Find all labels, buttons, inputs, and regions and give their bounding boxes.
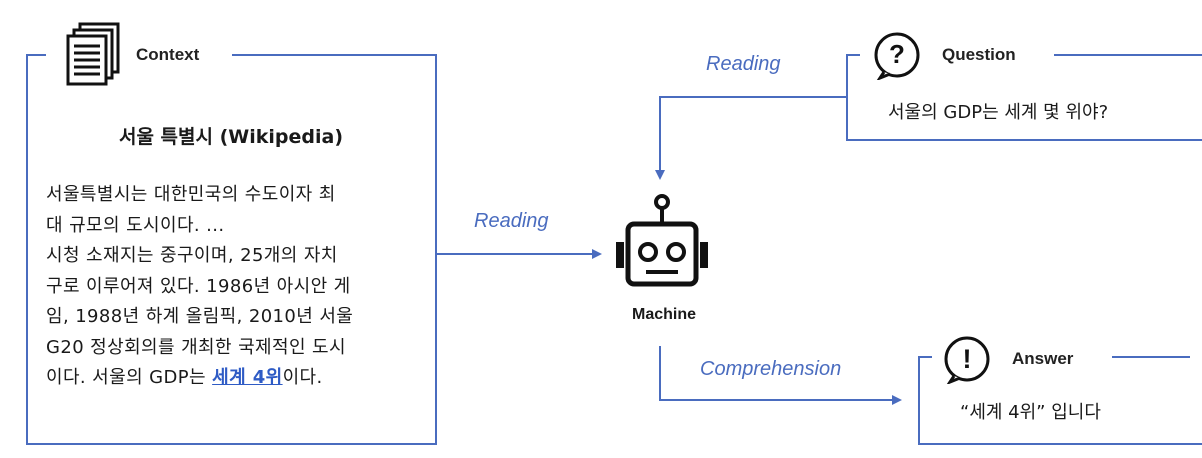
reading-label-question: Reading [706,53,781,75]
context-line: 대 규모의 도시이다. ... [46,214,225,236]
question-circle-icon: ? [874,32,920,80]
robot-icon [616,194,708,287]
context-line: 구로 이루어져 있다. 1986년 아시안 게 [46,275,351,297]
arrow-question-to-machine [655,96,846,180]
svg-text:?: ? [889,39,905,69]
reading-label-context: Reading [474,210,549,232]
context-title: 서울 특별시 (Wikipedia) [118,126,344,148]
answer-label: Answer [1006,349,1080,369]
context-line: 임, 1988년 하계 올림픽, 2010년 서울 [46,306,354,327]
question-text: 서울의 GDP는 세계 몇 위야? [888,102,1109,123]
svg-text:!: ! [963,344,972,374]
comprehension-label: Comprehension [700,358,842,380]
context-line: 서울특별시는 대한민국의 수도이자 최 [46,184,336,205]
context-body: 서울특별시는 대한민국의 수도이자 최 대 규모의 도시이다. ... 시청 소… [46,180,418,394]
context-line: G20 정상회의를 개최한 국제적인 도시 [46,336,346,358]
answer-highlight: 세계 4위 [212,367,283,388]
context-last-prefix: 이다. 서울의 GDP는 [46,367,213,388]
context-line-last: 이다. 서울의 GDP는 세계 4위이다. [46,363,418,394]
context-line: 시청 소재지는 중구이며, 25개의 자치 [46,245,338,266]
exclamation-circle-icon: ! [944,336,990,384]
arrow-machine-to-answer [659,346,902,405]
question-label: Question [936,45,1022,65]
answer-text: “세계 4위” 입니다 [960,402,1101,423]
document-stack-icon [66,22,120,86]
machine-label: Machine [631,306,696,323]
context-last-suffix: 이다. [282,367,323,388]
context-label: Context [130,45,206,65]
